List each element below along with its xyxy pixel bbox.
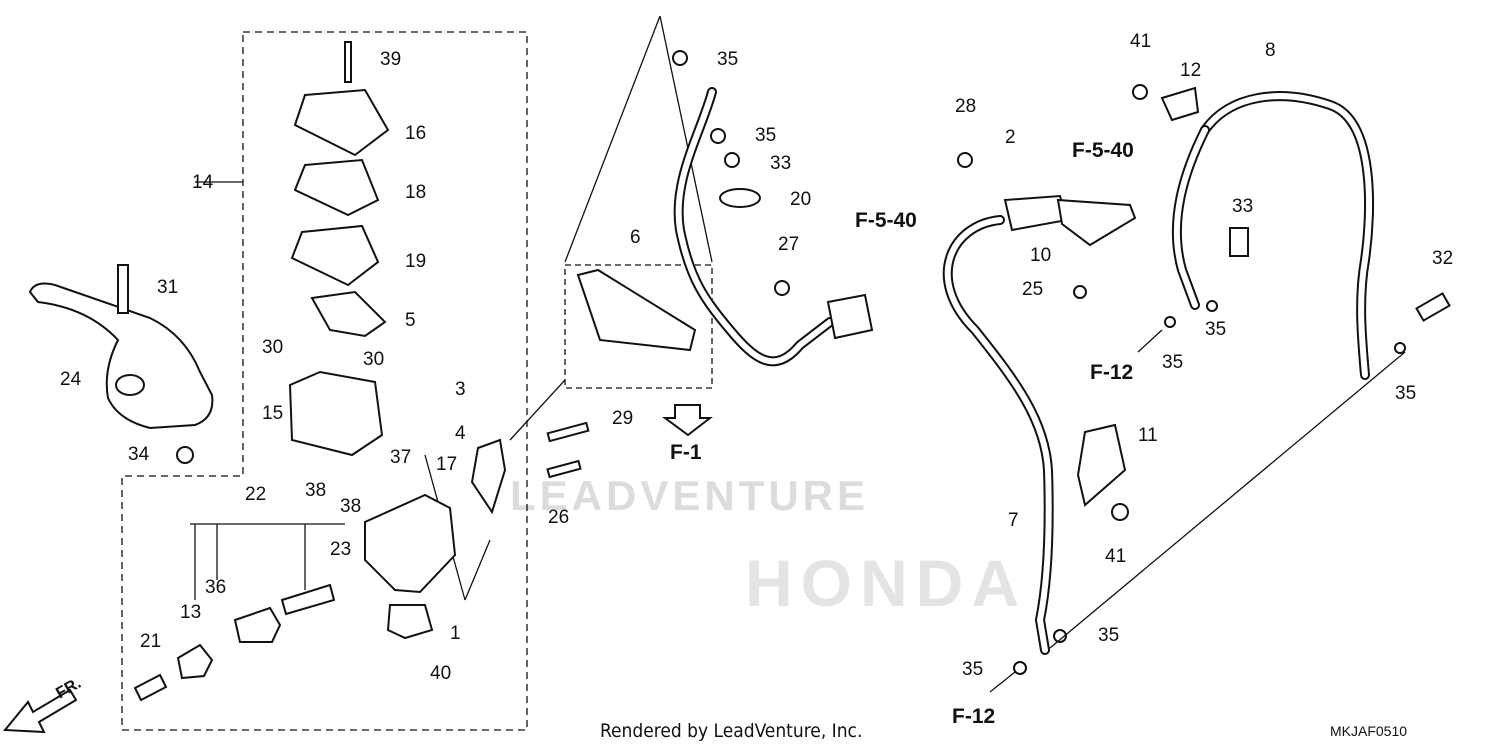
callout-14: 14 xyxy=(192,172,214,193)
callout-38a: 38 xyxy=(305,480,327,501)
callout-28: 28 xyxy=(955,96,977,117)
brake-switch xyxy=(386,604,434,640)
callout-34: 34 xyxy=(128,444,150,465)
watermark-brand: HONDA xyxy=(745,546,1027,620)
callout-18: 18 xyxy=(405,182,427,203)
reservoir-body xyxy=(288,370,384,457)
assembly-boundary xyxy=(121,31,528,731)
rendered-by-credit: Rendered by LeadVenture, Inc. xyxy=(600,720,863,742)
callout-23: 23 xyxy=(330,539,352,560)
callout-35f: 35 xyxy=(962,659,984,680)
ref-f-5-40-right[interactable]: F-5-40 xyxy=(1072,139,1134,162)
detail-box xyxy=(564,264,713,389)
master-cylinder-body xyxy=(364,493,457,594)
callout-27: 27 xyxy=(778,234,800,255)
diaphragm-plate xyxy=(293,158,380,217)
push-rod xyxy=(133,673,168,702)
callout-2: 2 xyxy=(1005,127,1016,148)
callout-35d: 35 xyxy=(1162,352,1184,373)
callout-11: 11 xyxy=(1138,425,1158,446)
ref-f-5-40-left[interactable]: F-5-40 xyxy=(855,209,917,232)
callout-15: 15 xyxy=(262,403,284,424)
callout-4: 4 xyxy=(455,423,466,444)
piston-spring xyxy=(280,583,336,616)
callout-32: 32 xyxy=(1432,248,1454,269)
callout-33b: 33 xyxy=(1232,196,1254,217)
callout-3: 3 xyxy=(455,379,466,400)
callout-8: 8 xyxy=(1265,40,1276,61)
callout-36: 36 xyxy=(205,577,227,598)
callout-20: 20 xyxy=(790,189,812,210)
callout-41b: 41 xyxy=(1105,546,1127,567)
ref-f-12-bottom[interactable]: F-12 xyxy=(952,705,996,728)
callout-24: 24 xyxy=(60,369,82,390)
front-arrow xyxy=(2,688,78,734)
callout-1: 1 xyxy=(450,623,461,644)
callout-5: 5 xyxy=(405,310,416,331)
watermark-leadventure: LEADVENTURE xyxy=(510,472,870,519)
reservoir-cap xyxy=(293,88,390,157)
banjo-joint xyxy=(470,438,507,515)
ref-f-12-right[interactable]: F-12 xyxy=(1090,361,1134,384)
callout-26: 26 xyxy=(548,507,570,528)
callout-31: 31 xyxy=(157,277,179,298)
callout-30a: 30 xyxy=(262,337,284,358)
callout-41a: 41 xyxy=(1130,31,1152,52)
callout-33a: 33 xyxy=(770,153,792,174)
callout-13: 13 xyxy=(180,602,202,623)
callout-30b: 30 xyxy=(363,349,385,370)
callout-38b: 38 xyxy=(340,496,362,517)
callout-40: 40 xyxy=(430,663,452,684)
diagram-code: MKJAF0510 xyxy=(1330,723,1408,739)
hose-clamp xyxy=(1160,86,1200,122)
f1-arrow xyxy=(661,404,713,437)
callout-35b: 35 xyxy=(755,125,777,146)
callout-35g: 35 xyxy=(1395,383,1417,404)
callout-37: 37 xyxy=(390,447,412,468)
stay-bracket xyxy=(1076,423,1127,507)
callout-16: 16 xyxy=(405,123,427,144)
ref-f-1[interactable]: F-1 xyxy=(670,441,702,464)
callout-25: 25 xyxy=(1022,279,1044,300)
callout-29: 29 xyxy=(612,408,634,429)
callout-12: 12 xyxy=(1180,60,1202,81)
callout-19: 19 xyxy=(405,251,427,272)
callout-17: 17 xyxy=(436,454,458,475)
callout-10: 10 xyxy=(1030,245,1052,266)
callout-39: 39 xyxy=(380,49,402,70)
callout-7: 7 xyxy=(1008,510,1019,531)
float xyxy=(310,290,387,338)
callout-35c: 35 xyxy=(1205,319,1227,340)
callout-21: 21 xyxy=(140,631,162,652)
callout-35a: 35 xyxy=(717,49,739,70)
brake-lever xyxy=(28,282,214,430)
dust-boot xyxy=(176,643,214,680)
callout-6: 6 xyxy=(630,227,641,248)
callout-35e: 35 xyxy=(1098,625,1120,646)
callout-22: 22 xyxy=(245,484,267,505)
diaphragm xyxy=(290,224,380,287)
piston-set xyxy=(233,606,282,643)
